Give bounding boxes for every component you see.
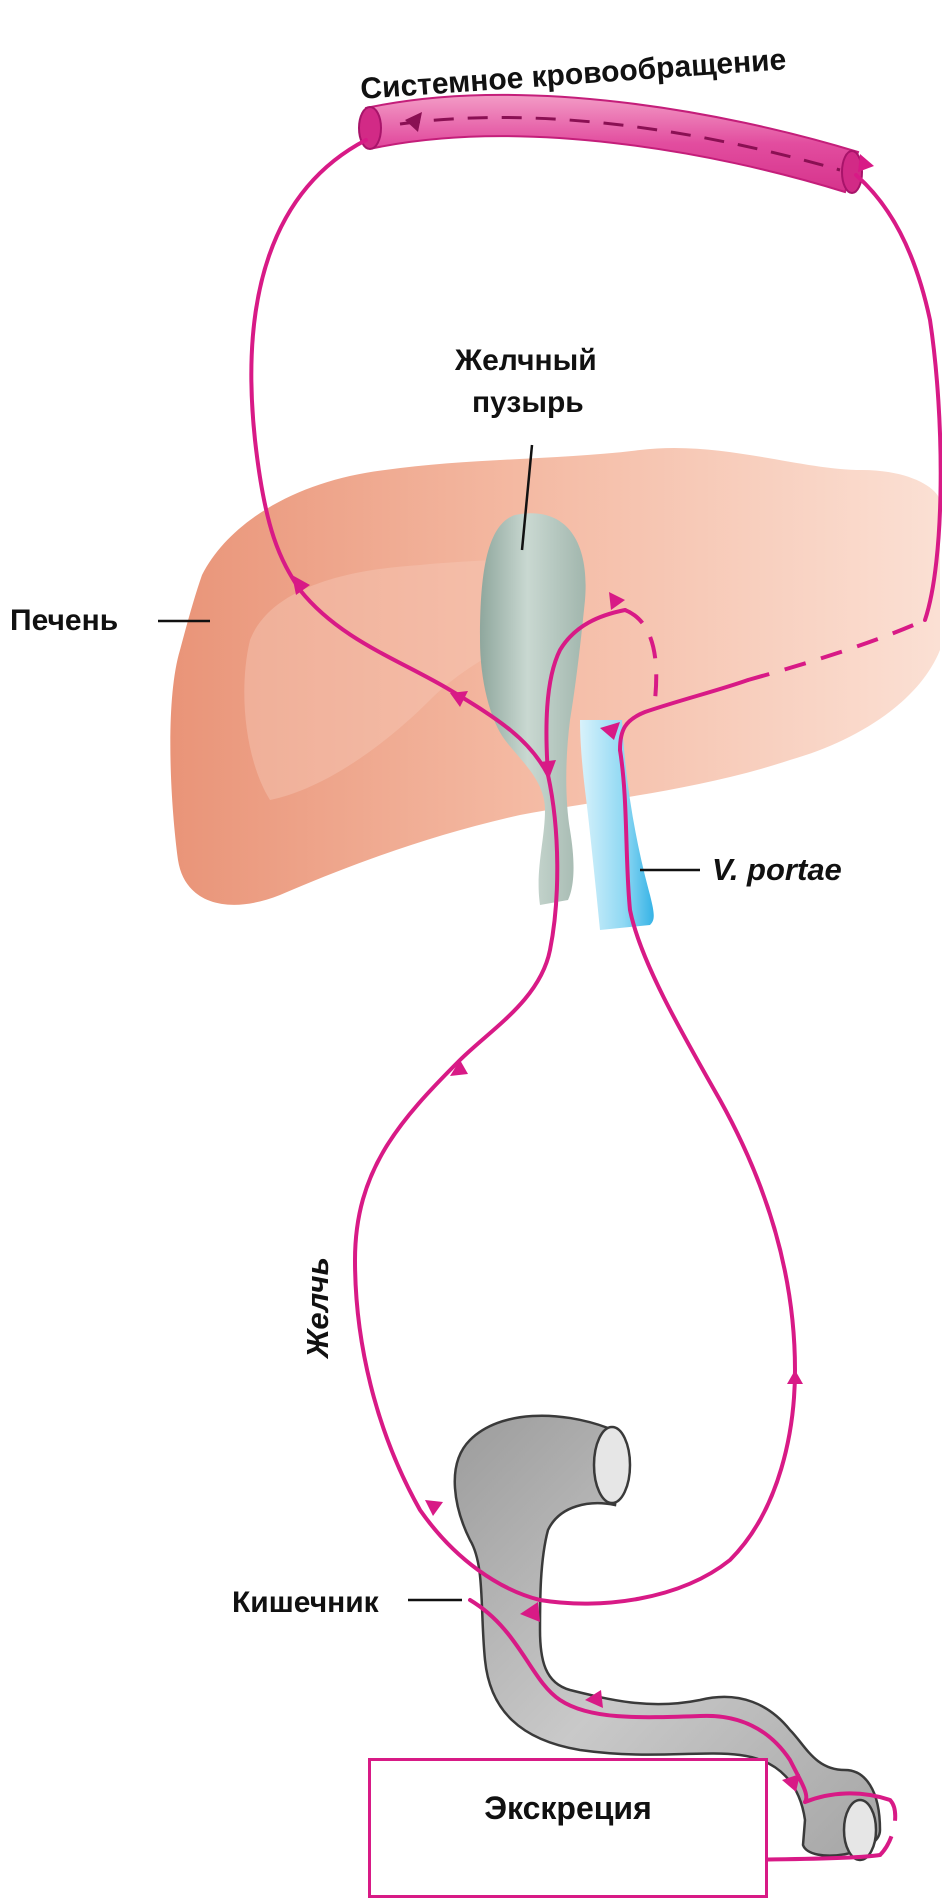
systemic-circulation-label: Системное кровообращение [359, 43, 787, 106]
portal-vein-label: V. portae [712, 852, 842, 887]
bile-label: Желчь [300, 1257, 335, 1360]
intestine-label: Кишечник [232, 1586, 380, 1619]
gallbladder-label-line2: пузырь [472, 386, 584, 419]
flow-excretion-dashed [880, 1800, 895, 1855]
gallbladder [480, 513, 586, 905]
liver-label: Печень [10, 604, 118, 637]
excretion-box [368, 1758, 768, 1898]
excretion-label: Экскреция [368, 1790, 768, 1827]
arrowhead [858, 154, 874, 172]
arrowhead [787, 1370, 803, 1384]
gallbladder-label-line1: Желчный [454, 344, 597, 377]
systemic-vessel [359, 95, 862, 193]
arrowhead [425, 1500, 443, 1516]
